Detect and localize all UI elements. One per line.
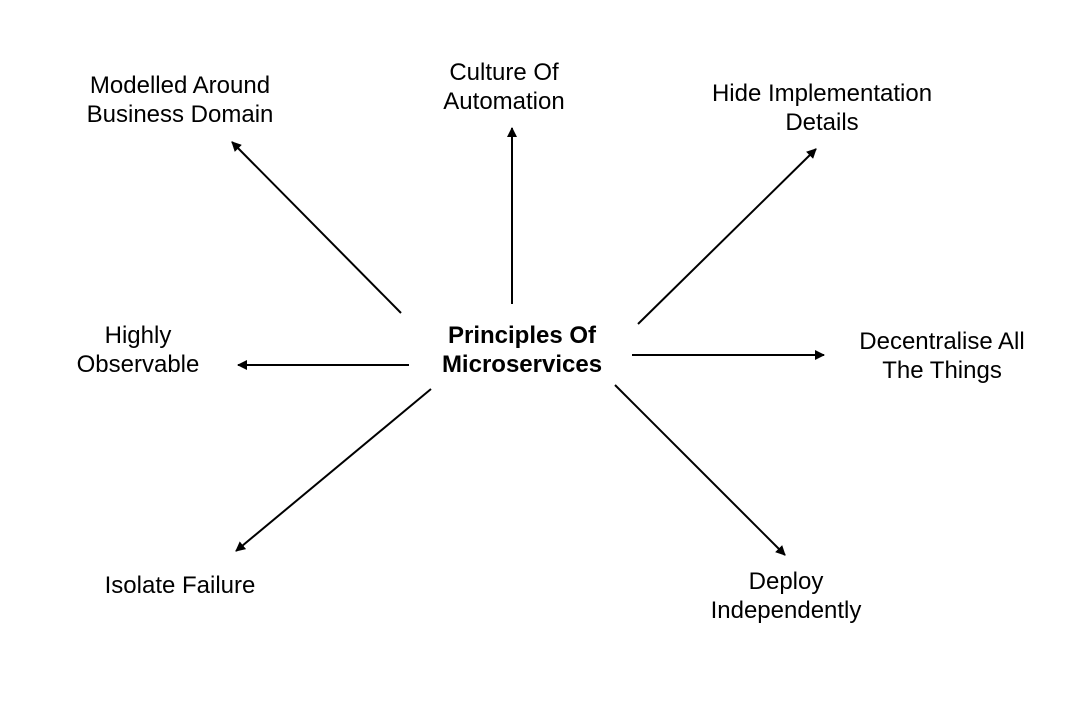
node-label-line1: Highly bbox=[104, 322, 172, 349]
node-label-line1: Culture Of bbox=[449, 59, 559, 86]
arrow-to-modelled-around-business-domain bbox=[231, 141, 402, 314]
node-isolate-failure: Isolate Failure bbox=[80, 571, 280, 600]
node-modelled-around-business-domain: Modelled Around Business Domain bbox=[60, 71, 300, 129]
node-highly-observable: Highly Observable bbox=[58, 321, 218, 379]
arrow-to-isolate-failure bbox=[235, 388, 432, 552]
node-culture-of-automation: Culture Of Automation bbox=[414, 58, 594, 116]
node-label-line2: Observable bbox=[76, 351, 200, 378]
center-label-line2: Microservices bbox=[441, 351, 603, 378]
node-label-line2: The Things bbox=[882, 357, 1002, 384]
node-label-line2: Business Domain bbox=[86, 101, 274, 128]
node-label-line1: Decentralise All bbox=[859, 328, 1025, 355]
node-label-line1: Modelled Around bbox=[89, 72, 271, 99]
arrow-to-deploy-independently bbox=[614, 384, 786, 556]
node-label-line2: Details bbox=[785, 109, 859, 136]
node-deploy-independently: Deploy Independently bbox=[686, 567, 886, 625]
arrow-to-hide-implementation-details bbox=[637, 148, 817, 325]
node-label-line2: Automation bbox=[443, 88, 565, 115]
node-label-line1: Isolate Failure bbox=[104, 572, 256, 599]
node-label-line2: Independently bbox=[710, 597, 862, 624]
node-hide-implementation-details: Hide Implementation Details bbox=[686, 79, 958, 137]
node-label-line1: Deploy bbox=[748, 568, 824, 595]
node-decentralise-all-the-things: Decentralise All The Things bbox=[836, 327, 1048, 385]
center-label-line1: Principles Of bbox=[447, 322, 597, 349]
center-node-principles-of-microservices: Principles Of Microservices bbox=[421, 321, 623, 379]
node-label-line1: Hide Implementation bbox=[711, 80, 933, 107]
